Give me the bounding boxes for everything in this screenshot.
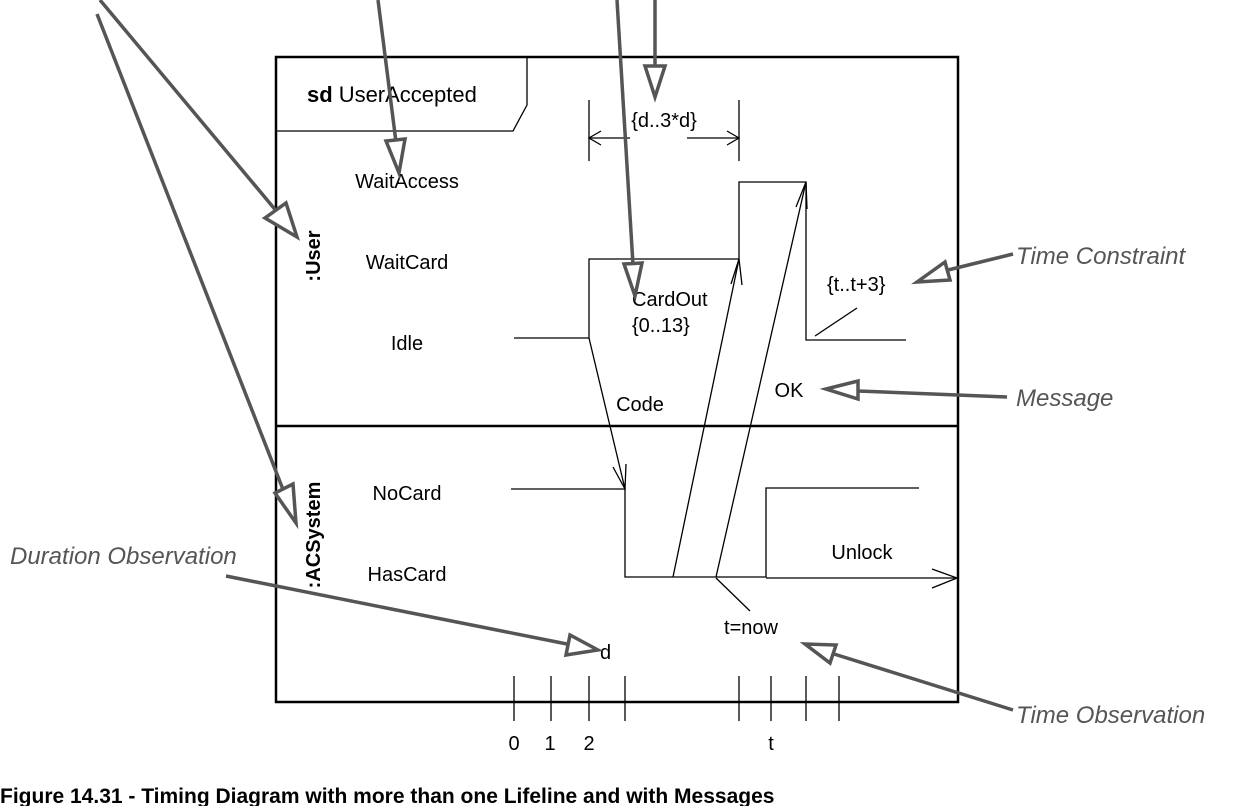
- message-pointer: [857, 389, 1008, 399]
- message-code-label: Code: [616, 394, 664, 416]
- time-axis: [513, 676, 840, 721]
- duration-constraint-arrow-right: [726, 130, 741, 146]
- time-label-2: 2: [583, 733, 594, 755]
- duration-observation-pointer-head: [563, 632, 604, 658]
- callout-message: Message: [1016, 385, 1113, 412]
- pointer-to-stateinvariant-head: [621, 261, 645, 303]
- state-waitaccess: WaitAccess: [355, 171, 459, 193]
- time-label-0: 0: [508, 733, 519, 755]
- time-constraint-pointer: [947, 252, 1014, 272]
- figure-caption: Figure 14.31 - Timing Diagram with more …: [0, 785, 774, 806]
- state-waitcard: WaitCard: [366, 252, 449, 274]
- message-unlock-label: Unlock: [831, 542, 893, 564]
- time-label-1: 1: [544, 733, 555, 755]
- time-label-t: t: [768, 733, 774, 755]
- pointer-to-user-lifeline: [98, 0, 280, 215]
- pointer-to-state-head: [383, 137, 408, 180]
- time-observation-pointer-head: [799, 642, 839, 666]
- user-state-timeline: [514, 181, 906, 341]
- callout-time-observation: Time Observation: [1016, 702, 1205, 729]
- cardout-constraint-range: {0..13}: [632, 315, 690, 337]
- duration-constraint-label: {d..3*d}: [631, 110, 697, 132]
- callout-duration-observation: Duration Observation: [10, 543, 237, 570]
- duration-observation-label: d: [600, 642, 611, 664]
- cardout-message-arrowhead: [730, 258, 743, 286]
- pointer-to-user-lifeline-head: [261, 200, 301, 241]
- cardout-message-line: [672, 258, 740, 578]
- time-observation-pointer: [833, 652, 1014, 712]
- time-constraint-label: {t..t+3}: [827, 274, 886, 296]
- pointer-to-system-lifeline-head: [272, 481, 299, 530]
- pointer-to-stateinvariant: [615, 0, 635, 266]
- pointer-to-duration-constraint-head: [642, 64, 668, 103]
- ok-message-arrowhead: [795, 181, 808, 210]
- lifeline-user-name: :User: [303, 230, 325, 281]
- frame-keyword: sd: [307, 82, 333, 107]
- time-constraint-leader: [814, 307, 858, 337]
- duration-observation-pointer: [225, 574, 568, 646]
- lifeline-system-name: :ACSystem: [303, 482, 325, 589]
- time-constraint-pointer-head: [911, 259, 953, 285]
- code-message-arrowhead: [612, 463, 627, 492]
- frame-name: UserAccepted: [339, 82, 477, 107]
- pointer-to-state: [376, 0, 398, 143]
- message-pointer-head: [819, 378, 860, 402]
- code-message-line: [588, 337, 626, 490]
- message-ok-label: OK: [775, 380, 805, 402]
- pointer-to-system-lifeline: [95, 13, 286, 493]
- duration-constraint-arrow-left: [587, 130, 602, 146]
- interaction-frame: [274, 55, 960, 704]
- state-idle: Idle: [391, 333, 423, 355]
- unlock-message-arrowhead: [931, 568, 959, 589]
- callout-time-constraint: Time Constraint: [1016, 243, 1187, 270]
- ok-message-line: [715, 181, 807, 578]
- cardout-constraint-label: CardOut: [632, 289, 708, 311]
- time-observation-leader: [715, 577, 751, 612]
- system-state-timeline: [511, 487, 919, 578]
- state-nocard: NoCard: [373, 483, 442, 505]
- state-hascard: HasCard: [368, 564, 447, 586]
- time-observation-label: t=now: [724, 617, 778, 639]
